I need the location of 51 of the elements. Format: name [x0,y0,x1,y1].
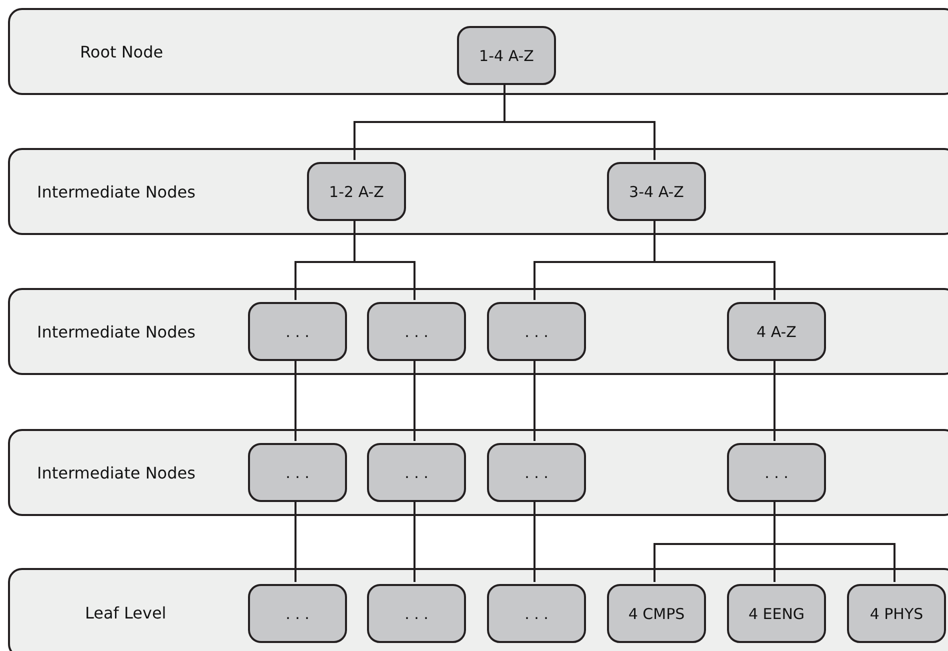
connector-line [534,500,536,582]
tree-node [487,302,586,361]
level-label: Root Node [80,42,164,61]
node-label: . . . [764,464,788,482]
node-label: . . . [404,604,428,622]
node-label: . . . [524,464,548,482]
level-band [8,148,948,235]
level-label: Leaf Level [85,604,166,622]
tree-node [367,443,466,502]
tree-node [248,302,347,361]
node-label: . . . [524,322,548,340]
level-band [8,429,948,516]
node-label: 1-4 A-Z [479,46,534,64]
level-band [8,8,948,95]
level-band [8,288,948,375]
connector-line [774,359,776,441]
tree-node [307,162,406,221]
tree-node [367,302,466,361]
connector-line [414,359,416,441]
connector-line [294,359,296,441]
node-label: 4 CMPS [628,604,685,622]
connector-line [414,500,416,582]
tree-node [248,584,347,643]
node-label: . . . [404,322,428,340]
tree-node [607,584,706,643]
node-label: 3-4 A-Z [629,182,684,200]
level-label: Intermediate Nodes [37,463,196,482]
tree-node [457,26,556,85]
node-label: . . . [286,604,310,622]
level-label: Intermediate Nodes [37,182,196,201]
tree-node [367,584,466,643]
node-label: . . . [404,464,428,482]
tree-node [487,443,586,502]
tree-node [727,443,826,502]
node-label: 4 A-Z [756,322,796,340]
node-label: 4 EENG [748,604,805,622]
connector-line [294,500,296,582]
tree-node [847,584,946,643]
level-band [8,568,948,651]
tree-node [487,584,586,643]
node-label: . . . [286,464,310,482]
connector-line [534,359,536,441]
node-label: . . . [524,604,548,622]
node-label: 4 PHYS [870,604,924,622]
node-label: . . . [286,322,310,340]
node-label: 1-2 A-Z [329,182,384,200]
tree-node [727,302,826,361]
tree-node [727,584,826,643]
tree-node [607,162,706,221]
level-label: Intermediate Nodes [37,322,196,341]
tree-node [248,443,347,502]
